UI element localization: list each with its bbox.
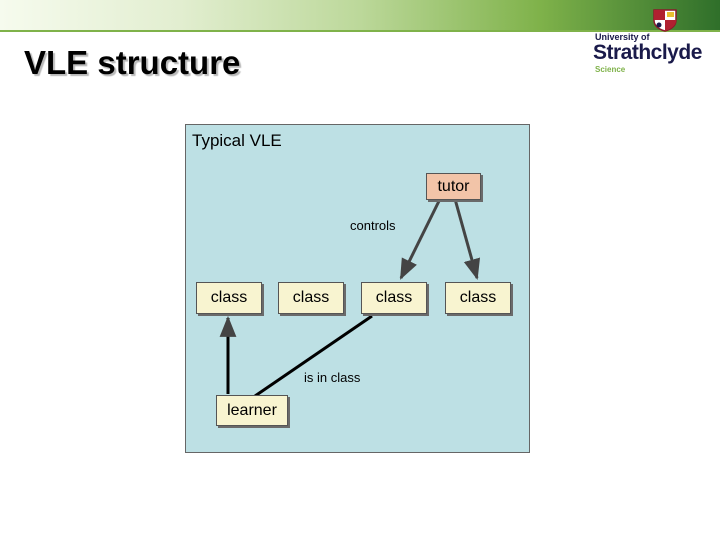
class-box-1: class [196, 282, 262, 314]
membership-label: is in class [304, 370, 361, 385]
controls-arrow-right [453, 198, 481, 281]
membership-line [254, 314, 373, 398]
logo-line-1: University of [595, 32, 650, 42]
logo-line-2: Strathclyde [593, 41, 702, 64]
top-gradient-bar [0, 0, 720, 32]
slide-title: VLE structure [24, 44, 241, 81]
logo-line-3: Science [595, 65, 626, 74]
tutor-box: tutor [426, 173, 481, 200]
panel-title: Typical VLE [192, 131, 282, 150]
learner-box: learner [216, 395, 288, 426]
header-divider [0, 30, 720, 32]
controls-arrow-left [399, 198, 442, 280]
class-box-4: class [445, 282, 511, 314]
class-box-3: class [361, 282, 427, 314]
university-logo: University of Strathclyde Science [592, 8, 702, 78]
crest-icon [653, 9, 677, 32]
class-box-2: class [278, 282, 344, 314]
controls-label: controls [350, 218, 396, 233]
